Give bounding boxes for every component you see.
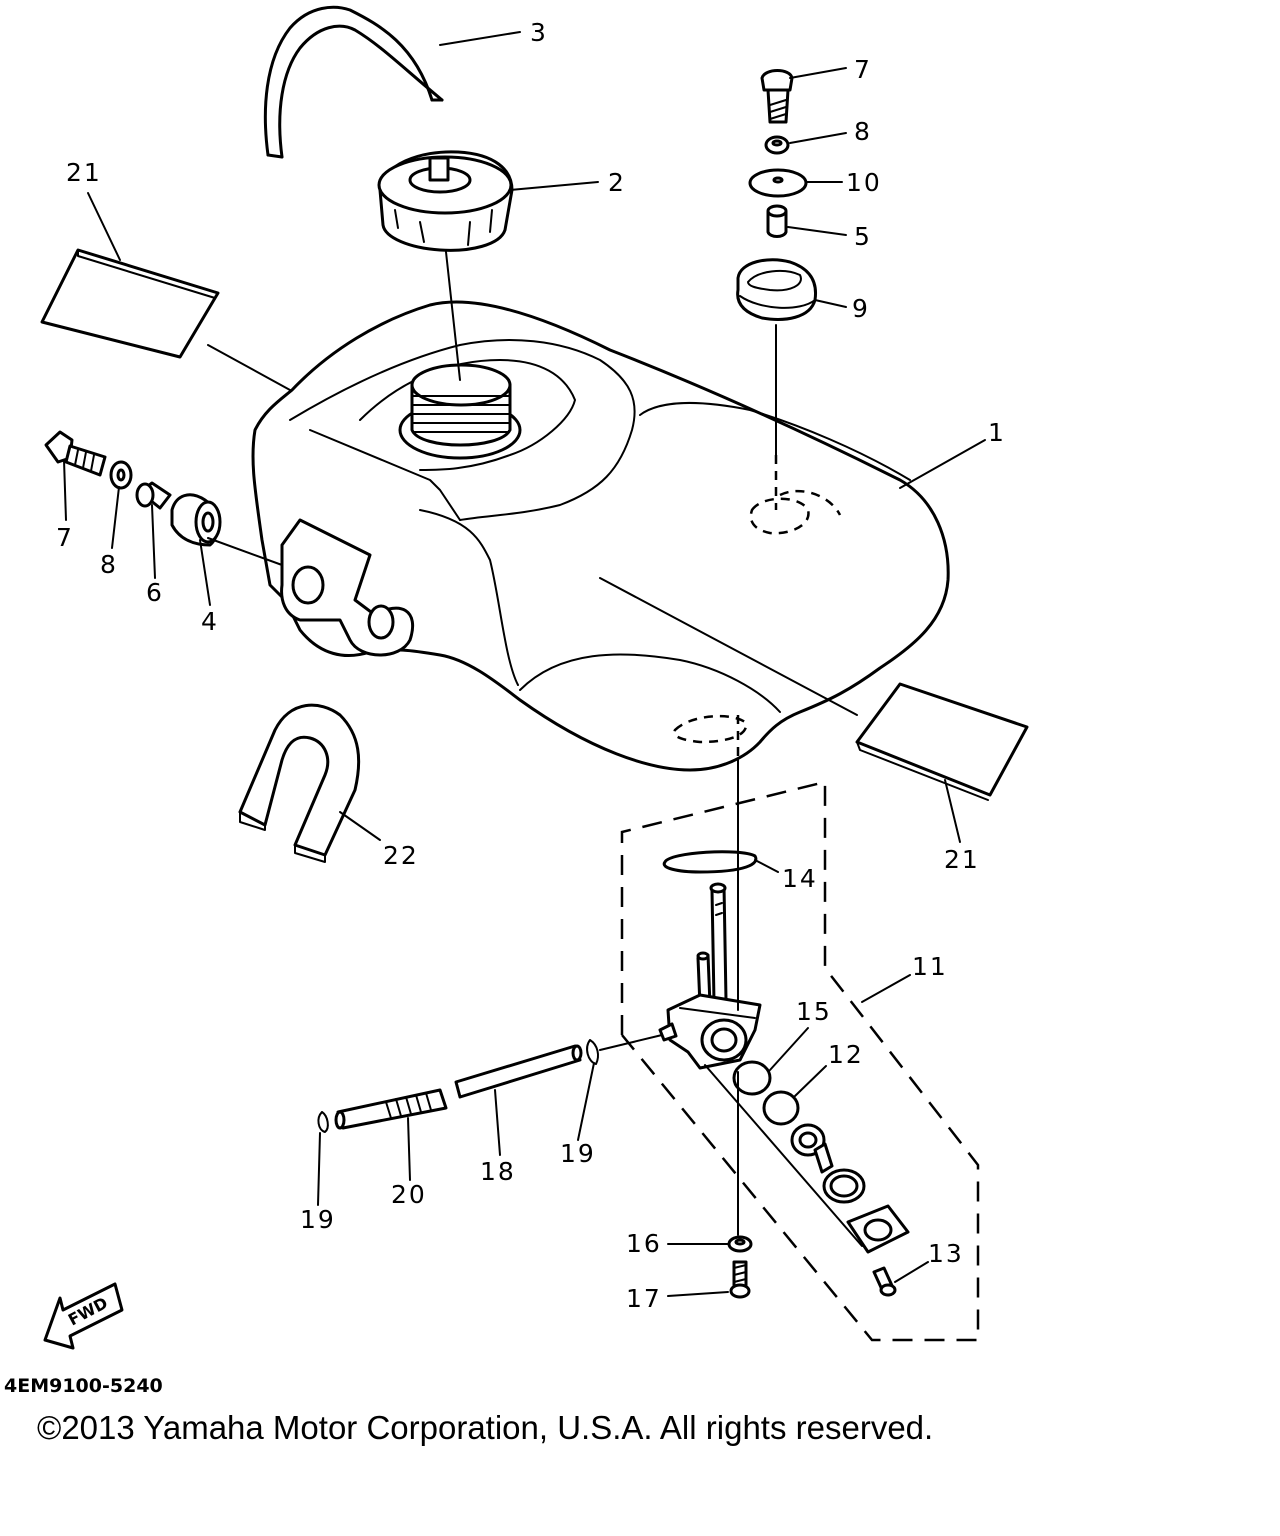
part-fuel-pipe [454, 1044, 583, 1099]
callout-2: 2 [608, 168, 626, 197]
part-bolt-left [44, 430, 107, 477]
callout-10: 10 [846, 168, 882, 197]
part-fuel-cap [377, 150, 514, 252]
callout-18: 18 [480, 1157, 516, 1186]
callout-6: 6 [146, 578, 164, 607]
part-fuel-filter [334, 1088, 448, 1130]
callout-4: 4 [201, 607, 219, 636]
leader-lines [63, 31, 986, 1297]
callout-16: 16 [626, 1229, 662, 1258]
callout-7-right: 7 [854, 55, 872, 84]
callout-5: 5 [854, 222, 872, 251]
callout-1: 1 [988, 418, 1006, 447]
callout-15: 15 [796, 997, 832, 1026]
callout-7-left: 7 [56, 523, 74, 552]
diagram-code: 4EM9100-5240 [4, 1375, 163, 1397]
callout-11: 11 [912, 952, 948, 981]
callout-19-left: 19 [300, 1205, 336, 1234]
assembly-lines [207, 251, 863, 1247]
callout-8-right: 8 [854, 117, 872, 146]
callout-19-right: 19 [560, 1139, 596, 1168]
copyright-notice: ©2013 Yamaha Motor Corporation, U.S.A. A… [37, 1409, 934, 1446]
callout-12: 12 [828, 1040, 864, 1069]
callout-3: 3 [530, 18, 548, 47]
part-vent-hose [263, 5, 444, 159]
part-clip-right [586, 1039, 599, 1065]
part-washer-left [109, 460, 133, 490]
part-bolt-right [760, 69, 794, 124]
dashed-assembly-lines [736, 455, 778, 760]
callout-labels: 1 2 3 4 5 6 7 7 8 8 9 10 11 12 13 14 15 … [56, 18, 1006, 1313]
callout-14: 14 [782, 864, 818, 893]
part-washer-right [764, 135, 790, 155]
part-fuel-tank [251, 300, 950, 772]
part-collar-left [135, 481, 172, 510]
part-plate-washer [748, 168, 808, 198]
callout-21-left: 21 [66, 158, 102, 187]
callout-9: 9 [852, 294, 870, 323]
callout-21-right: 21 [944, 845, 980, 874]
callout-8-left: 8 [100, 550, 118, 579]
part-label-left [40, 248, 220, 359]
assembly-boundary [620, 780, 980, 1342]
part-collar-right [766, 204, 788, 238]
callout-13: 13 [928, 1239, 964, 1268]
part-damper-left [170, 493, 222, 547]
callout-22: 22 [383, 841, 419, 870]
part-clip-left [317, 1111, 329, 1133]
callout-20: 20 [391, 1180, 427, 1209]
part-damper-right [736, 258, 818, 321]
part-protector [238, 703, 361, 863]
part-fuel-cock [658, 850, 910, 1299]
part-label-right [855, 682, 1029, 801]
callout-17: 17 [626, 1284, 662, 1313]
fwd-arrow-icon: FWD [43, 1282, 124, 1350]
